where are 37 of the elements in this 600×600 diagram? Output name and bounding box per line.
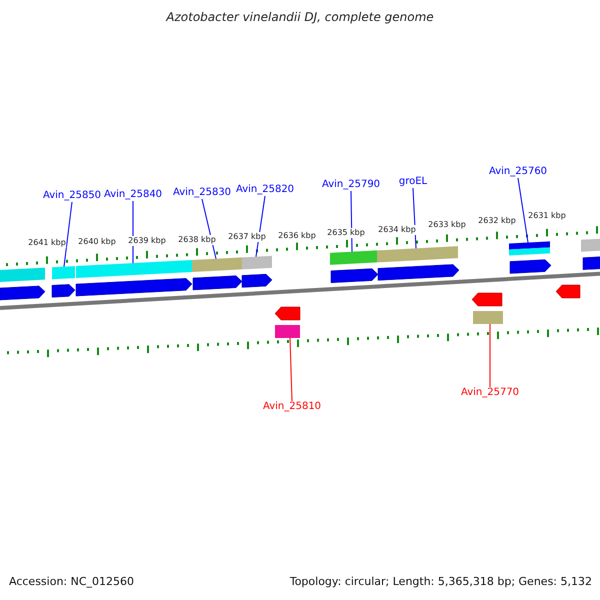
position-label: 2637 kbp bbox=[228, 232, 266, 242]
gene-label: Avin_25830 bbox=[172, 187, 232, 199]
leader-line bbox=[518, 178, 528, 244]
position-label: 2636 kbp bbox=[278, 231, 316, 241]
footer-text: Accession: NC_012560 bbox=[9, 575, 134, 589]
feature-bar bbox=[192, 257, 242, 272]
gene-label: Avin_25810 bbox=[262, 401, 322, 413]
footer-text: Topology: circular; Length: 5,365,318 bp; Genes: 5,132 bbox=[290, 575, 592, 589]
position-label: 2631 kbp bbox=[528, 211, 566, 221]
gene-label: Avin_25820 bbox=[236, 184, 294, 196]
leader-line bbox=[350, 190, 352, 252]
feature-bar bbox=[330, 250, 377, 265]
gene-label: Avin_25850 bbox=[42, 190, 102, 202]
position-label: 2633 kbp bbox=[428, 220, 466, 230]
position-label: 2638 kbp bbox=[178, 235, 216, 245]
leader-line bbox=[290, 338, 292, 402]
genome-title: Azotobacter vinelandii DJ, complete genome bbox=[164, 10, 435, 24]
feature-bar bbox=[509, 241, 550, 256]
feature-bar bbox=[275, 325, 300, 338]
feature-bar bbox=[52, 266, 75, 280]
position-label: 2639 kbp bbox=[128, 236, 166, 246]
gene-block bbox=[378, 264, 460, 281]
gene-label: Avin_25770 bbox=[460, 387, 520, 399]
position-label: 2641 kbp bbox=[28, 238, 66, 248]
feature-bar bbox=[377, 246, 458, 262]
position-label: 2640 kbp bbox=[78, 237, 116, 247]
position-label: 2634 kbp bbox=[378, 225, 416, 235]
gene-label: Avin_25840 bbox=[104, 189, 162, 201]
gene-label: Avin_25790 bbox=[322, 179, 380, 191]
leader-line bbox=[412, 188, 416, 249]
position-label: 2632 kbp bbox=[478, 216, 516, 226]
position-label: 2635 kbp bbox=[327, 228, 365, 238]
feature-bar bbox=[242, 256, 272, 270]
leader-line bbox=[64, 202, 72, 268]
gene-label: Avin_25760 bbox=[488, 166, 548, 178]
feature-bar bbox=[473, 311, 503, 324]
gene-label: groEL bbox=[398, 176, 428, 188]
